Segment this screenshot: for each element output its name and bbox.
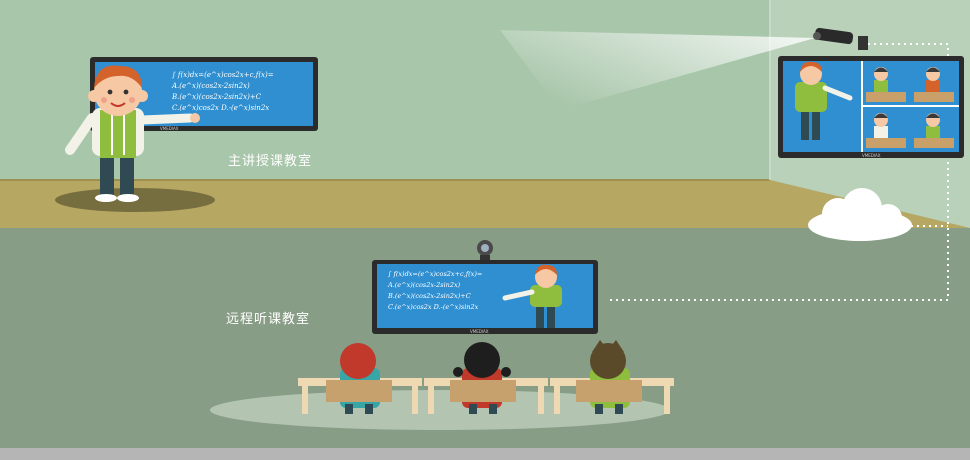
- formula-line: B.(e^x)(cos2x-2sin2x)+C: [387, 292, 471, 300]
- formula-line: ∫ f(x)dx=(e^x)cos2x+c,f(x)=: [172, 71, 274, 79]
- svg-text:VMEDIAX: VMEDIAX: [470, 329, 489, 334]
- remote-classroom-board: VMEDIAX: [372, 260, 598, 334]
- bottom-strip: [0, 448, 970, 460]
- formula-line: C.(e^x)cos2x D.-(e^x)sin2x: [172, 104, 269, 112]
- remote-view-display: VMEDIAX: [778, 56, 964, 158]
- main-classroom-label: 主讲授课教室: [228, 154, 313, 169]
- students-row: [298, 340, 674, 414]
- brand-text: VMEDIAX: [160, 126, 179, 131]
- svg-text:VMEDIAX: VMEDIAX: [862, 153, 881, 158]
- camera-beam: [500, 30, 815, 110]
- remote-board-formulas: ∫ f(x)dx=(e^x)cos2x+c,f(x)= A.(e^x)(cos2…: [387, 270, 482, 311]
- formula-line: A.(e^x)(cos2x-2sin2x): [387, 281, 461, 289]
- ceiling-camera-icon: [813, 27, 868, 50]
- teacher-figure: [65, 65, 200, 202]
- remote-classroom-label: 远程听课教室: [226, 312, 311, 327]
- formula-line: ∫ f(x)dx=(e^x)cos2x+c,f(x)=: [388, 270, 482, 278]
- floor-band: [0, 180, 970, 228]
- formula-line: B.(e^x)(cos2x-2sin2x)+C: [171, 93, 262, 101]
- formula-line: C.(e^x)cos2x D.-(e^x)sin2x: [388, 303, 479, 311]
- cloud-icon: [808, 188, 912, 241]
- formula-line: A.(e^x)(cos2x-2sin2x): [171, 82, 250, 90]
- main-board-formulas: ∫ f(x)dx=(e^x)cos2x+c,f(x)= A.(e^x)(cos2…: [171, 71, 274, 112]
- connection-lines: [610, 43, 949, 301]
- webcam-icon: [477, 240, 493, 260]
